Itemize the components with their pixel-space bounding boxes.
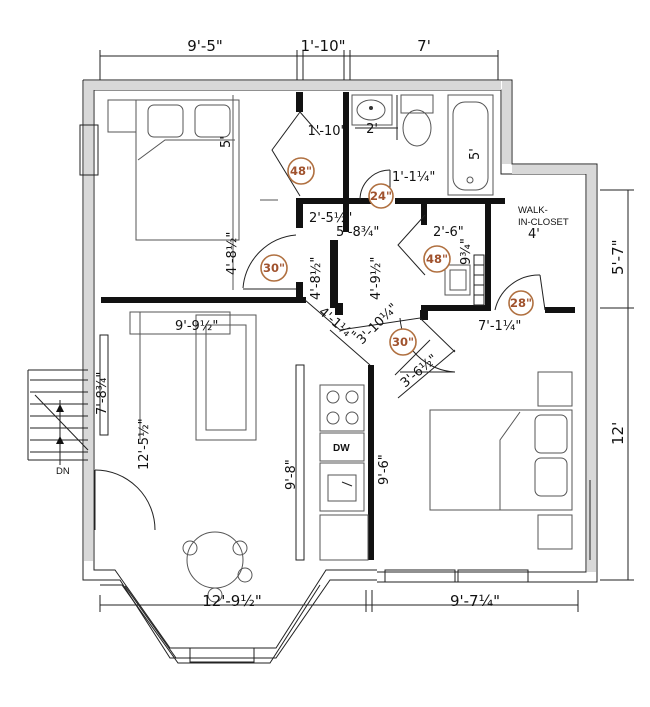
dim-living-9-9: 9'-9½" [175, 319, 218, 334]
door-badge-28: 28" [508, 290, 534, 316]
dim-bed2-9-6: 9'-6" [377, 454, 392, 485]
bedroom-2-bed [429, 371, 573, 550]
bedroom-1-bed [107, 95, 278, 290]
dim-bed1-height: 4'-8½" [225, 232, 240, 275]
dim-top-left: 9'-5" [187, 37, 223, 55]
dim-closet-depth: 4' [528, 227, 540, 242]
door-badge-30-a: 30" [260, 254, 288, 282]
svg-text:24": 24" [370, 189, 392, 203]
bottom-dimension-line [99, 569, 579, 612]
dim-bath-sink: 1'-10" [307, 124, 346, 139]
dim-hall-4-8: 4'-8½" [309, 257, 324, 300]
dim-hall-1-1-4: 1'-1¼" [392, 170, 435, 185]
dim-right-5-7: 5'-7" [609, 239, 627, 275]
door-badge-30-b: 30" [389, 328, 417, 356]
bathroom-fixtures [351, 94, 494, 196]
bay-window [82, 555, 377, 664]
dim-kitchen: 9'-8" [284, 459, 299, 490]
living-room-furniture [129, 311, 257, 603]
dim-bed2-7-1: 7'-1¼" [478, 319, 521, 334]
door-badge-24: 24" [368, 183, 394, 209]
door-badge-48-b: 48" [423, 245, 451, 273]
dim-bed1-side: 5' [219, 136, 234, 148]
svg-text:48": 48" [426, 252, 448, 266]
exterior-walls [79, 79, 598, 583]
bedroom-2-door [399, 317, 456, 373]
bedroom-1-door [242, 234, 297, 290]
dim-stair: 7'-8¾" [95, 372, 110, 415]
dim-hall-4-9: 4'-9½" [369, 257, 384, 300]
dim-hall-5-8: 5'-8¾" [336, 225, 379, 240]
interior-walls [101, 92, 575, 560]
dim-hall-2-5: 2'-5½" [309, 211, 352, 226]
stairs [27, 334, 109, 465]
walk-in-closet-door [494, 274, 546, 311]
walk-in-closet-label-1: WALK- [518, 205, 548, 216]
svg-text:30": 30" [263, 261, 285, 275]
dim-right-12: 12' [609, 422, 627, 445]
kitchen [295, 364, 369, 561]
stair-down-label: DN [56, 466, 70, 477]
svg-text:48": 48" [290, 164, 312, 178]
entry-door [94, 469, 156, 531]
top-dimension-line [99, 50, 499, 80]
walk-in-closet-label-2: IN-CLOSET [518, 217, 569, 228]
dim-top-right: 7' [417, 37, 431, 55]
dim-bottom-right: 9'-7¼" [450, 592, 500, 610]
svg-text:30": 30" [392, 335, 414, 349]
right-dimension-line [600, 189, 634, 581]
dim-tub: 5' [468, 148, 483, 160]
walk-in-closet [397, 214, 485, 306]
dim-top-mid: 1'-10" [300, 37, 345, 55]
dim-bottom-left: 12'-9½" [202, 592, 262, 610]
dim-living-12-5: 12'-5½" [137, 418, 152, 470]
hall-diagonal [304, 299, 456, 399]
dishwasher-label: DW [333, 443, 350, 454]
svg-text:28": 28" [510, 296, 532, 310]
dim-bath-toilet: 2' [366, 122, 378, 137]
door-badge-48-a: 48" [287, 157, 315, 185]
bedroom-1-closet-doors [271, 111, 321, 197]
dim-closet-2-6: 2'-6" [433, 225, 464, 240]
dim-closet-9-3-4: 9¾" [459, 238, 474, 265]
